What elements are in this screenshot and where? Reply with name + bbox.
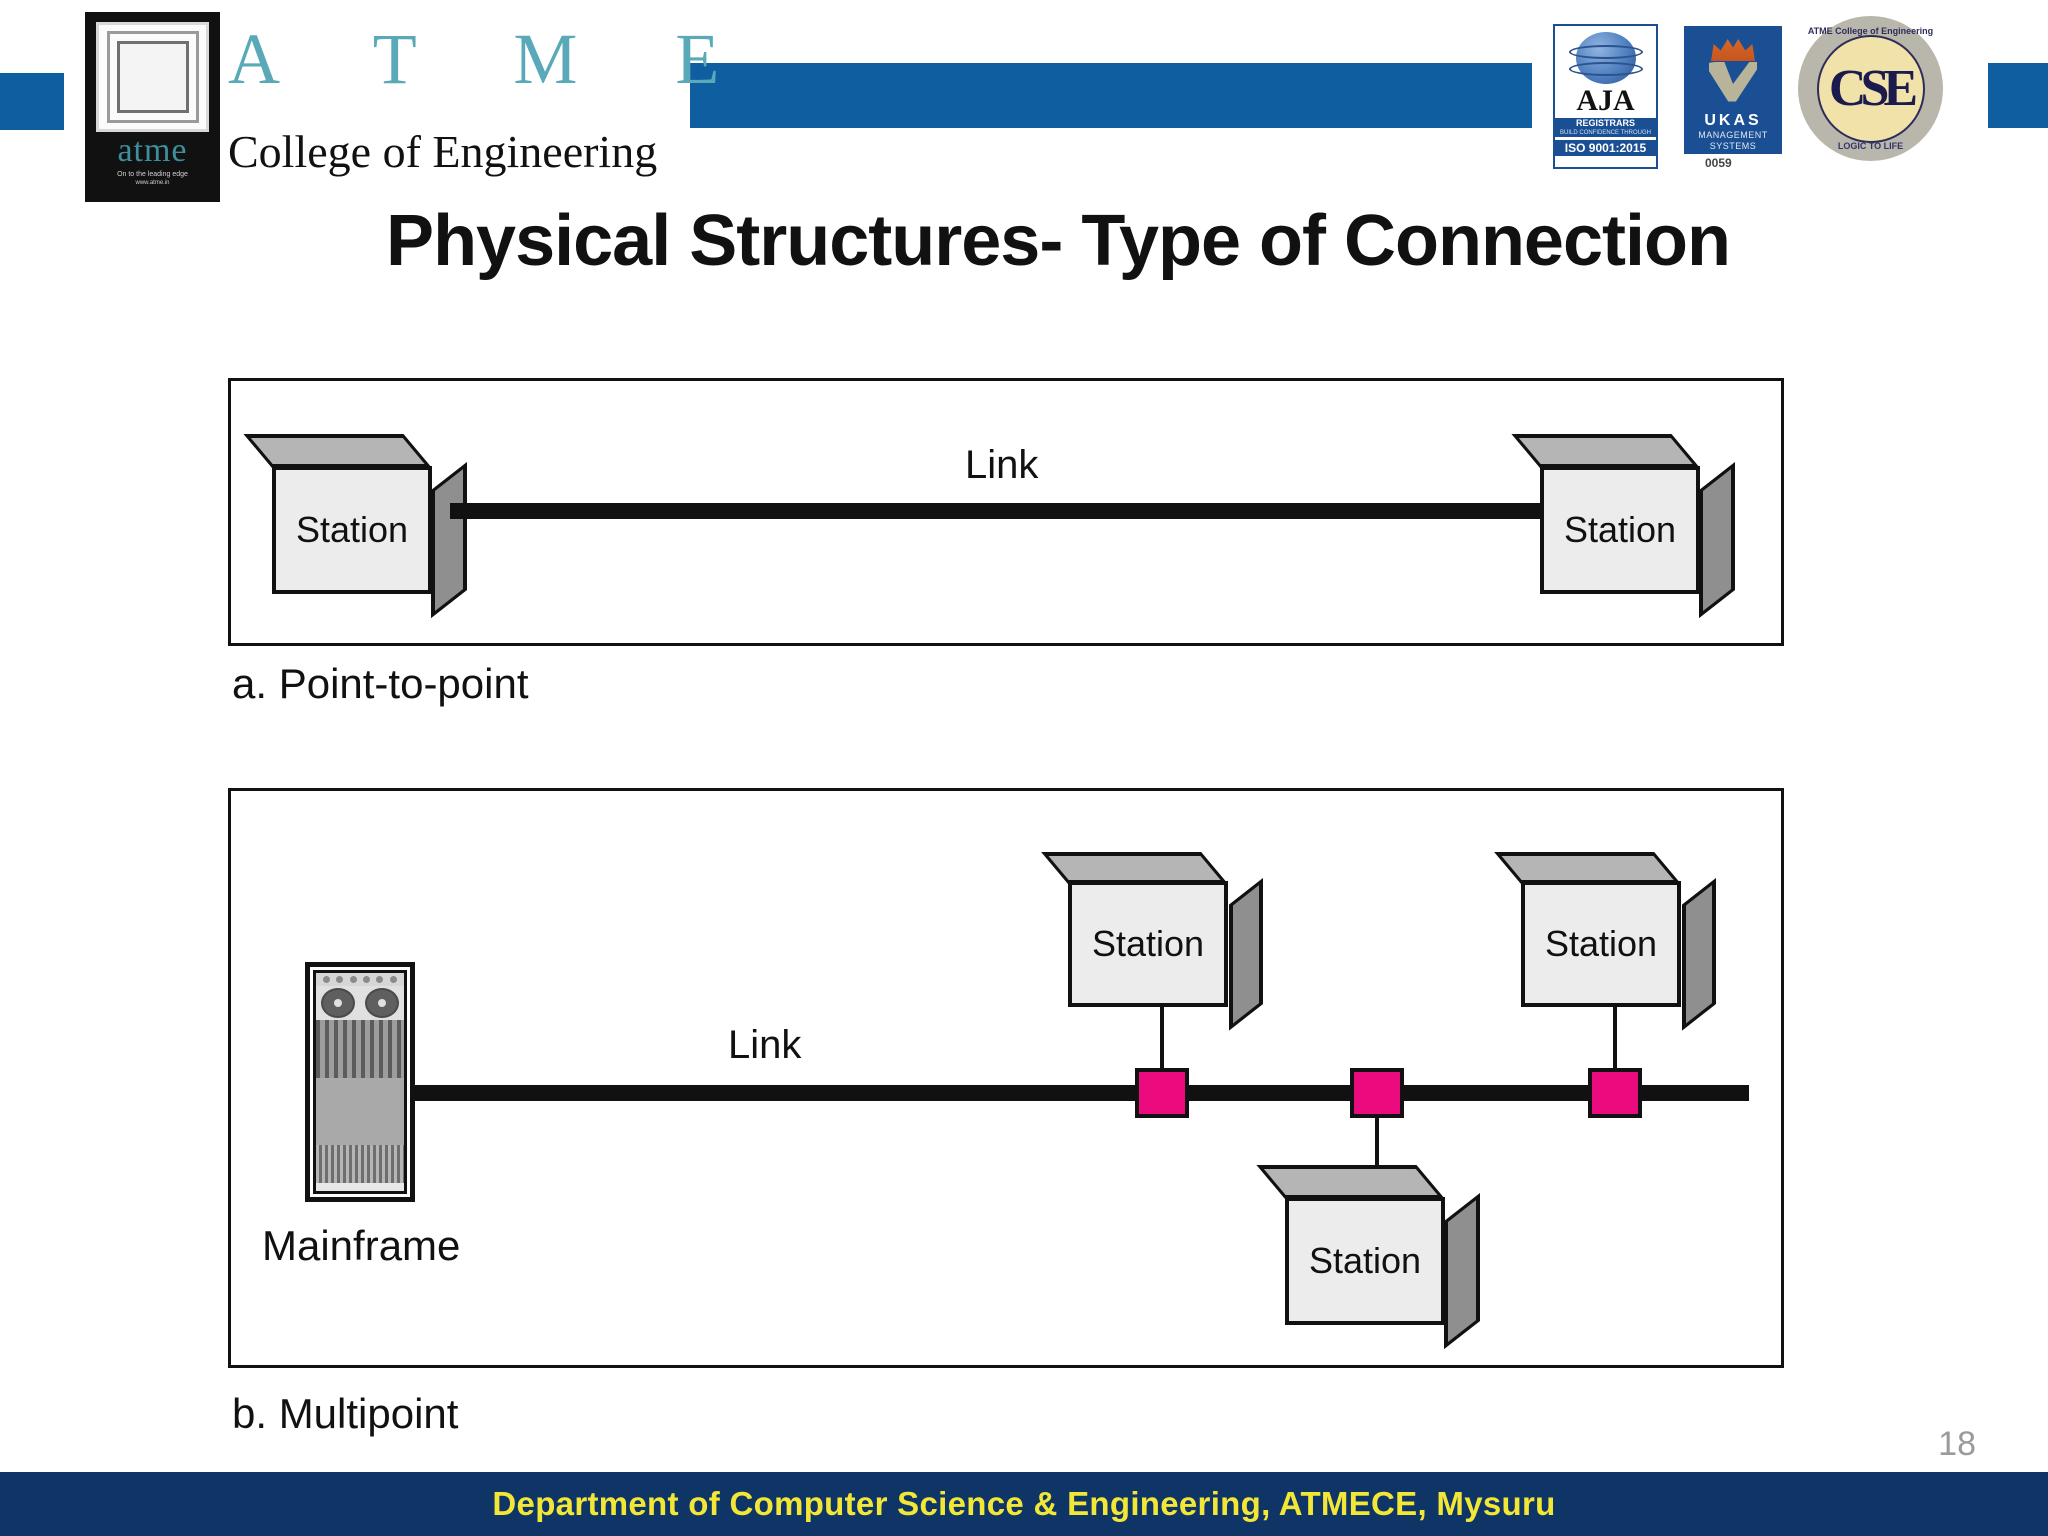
station-box-top-face [1511, 434, 1700, 468]
footer-text: Department of Computer Science & Enginee… [492, 1485, 1556, 1522]
ukas-line-1: MANAGEMENT [1698, 130, 1768, 140]
station-box-front-face: Station [1068, 881, 1228, 1007]
mainframe-card-slots [316, 1020, 404, 1078]
multipoint-bus-line [413, 1085, 1749, 1101]
logo-wordmark: atme [117, 132, 188, 169]
multipoint-drop-line-3 [1613, 1000, 1617, 1072]
ptp-station-left: Station [243, 434, 467, 619]
mainframe-icon [305, 962, 415, 1202]
mainframe-label: Mainframe [262, 1222, 461, 1269]
station-box-top-face [243, 434, 432, 468]
ptp-link-label: Link [965, 443, 1039, 487]
ukas-line-2: SYSTEMS [1709, 141, 1757, 151]
station-label: Station [1091, 923, 1205, 964]
station-box-front-face: Station [1285, 1197, 1445, 1325]
mainframe-panel [316, 1078, 404, 1145]
cse-seal-inner: CSE [1816, 34, 1925, 143]
cse-ring-top-text: ATME College of Engineering [1807, 26, 1934, 36]
station-box-front-face: Station [272, 466, 432, 594]
station-label: Station [1544, 923, 1658, 964]
multipoint-tap-3 [1588, 1068, 1642, 1118]
station-box-top-face [1494, 852, 1681, 884]
logo-tagline: On to the leading edge [117, 171, 188, 178]
aja-label: AJA [1576, 84, 1635, 117]
logo-frame-middle [106, 31, 199, 123]
station-box-top-face [1256, 1165, 1445, 1199]
station-label: Station [295, 509, 409, 550]
cse-department-seal: ATME College of Engineering CSE LOGIC TO… [1798, 16, 1943, 161]
point-to-point-caption: a. Point-to-point [232, 660, 529, 707]
logo-frame-outer [96, 22, 209, 132]
header-accent-bar-middle [690, 63, 1532, 128]
crown-icon [1711, 38, 1755, 61]
page-title: Physical Structures- Type of Connection [386, 201, 1731, 281]
mainframe-tape-reels [316, 986, 404, 1020]
checkmark-icon [1709, 61, 1757, 102]
aja-registrars: REGISTRARS [1555, 118, 1656, 129]
multipoint-station-top-left: Station [1041, 852, 1263, 1031]
institute-letters: A T M E [228, 19, 760, 99]
station-box-side-face [1682, 878, 1716, 1031]
multipoint-station-bottom: Station [1256, 1165, 1480, 1350]
multipoint-drop-line-2 [1375, 1114, 1379, 1184]
page-number: 18 [1938, 1425, 1976, 1463]
station-label: Station [1308, 1240, 1422, 1281]
ptp-link-line [450, 503, 1556, 519]
institute-name: College of Engineering [228, 126, 658, 177]
multipoint-tap-2 [1350, 1068, 1404, 1118]
logo-frame-inner [116, 41, 189, 113]
mainframe-base [316, 1183, 404, 1191]
multipoint-link-label: Link [728, 1023, 802, 1067]
header-accent-bar-right [1988, 63, 2048, 128]
mainframe-body [313, 970, 407, 1194]
footer-bar: Department of Computer Science & Enginee… [0, 1472, 2048, 1536]
multipoint-caption: b. Multipoint [232, 1390, 459, 1437]
ptp-station-right: Station [1511, 434, 1735, 619]
logo-url: www.atme.in [135, 180, 170, 186]
station-label: Station [1563, 509, 1677, 550]
mainframe-indicator-lights [316, 973, 404, 986]
aja-certification-badge: AJA REGISTRARS BUILD CONFIDENCE THROUGH … [1553, 24, 1658, 169]
globe-icon [1568, 32, 1643, 84]
cse-seal-label: CSE [1828, 60, 1918, 117]
atme-logo: atme On to the leading edge www.atme.in [85, 12, 220, 202]
aja-subtitle: BUILD CONFIDENCE THROUGH [1555, 129, 1656, 137]
multipoint-drop-line-1 [1160, 1000, 1164, 1072]
ukas-certification-badge: UKAS MANAGEMENT SYSTEMS [1684, 26, 1782, 154]
station-box-top-face [1041, 852, 1228, 884]
cse-ring-bottom-text: LOGIC TO LIFE [1837, 141, 1904, 151]
multipoint-tap-1 [1135, 1068, 1189, 1118]
mainframe-vents [316, 1145, 404, 1183]
ukas-label: UKAS [1704, 112, 1762, 129]
ukas-accreditation-number: 0059 [1705, 156, 1732, 170]
aja-iso-number: ISO 9001:2015 [1555, 140, 1656, 156]
multipoint-station-top-right: Station [1494, 852, 1716, 1031]
header-accent-bar-left [0, 73, 64, 130]
station-box-front-face: Station [1521, 881, 1681, 1007]
station-box-side-face [1229, 878, 1263, 1031]
station-box-front-face: Station [1540, 466, 1700, 594]
